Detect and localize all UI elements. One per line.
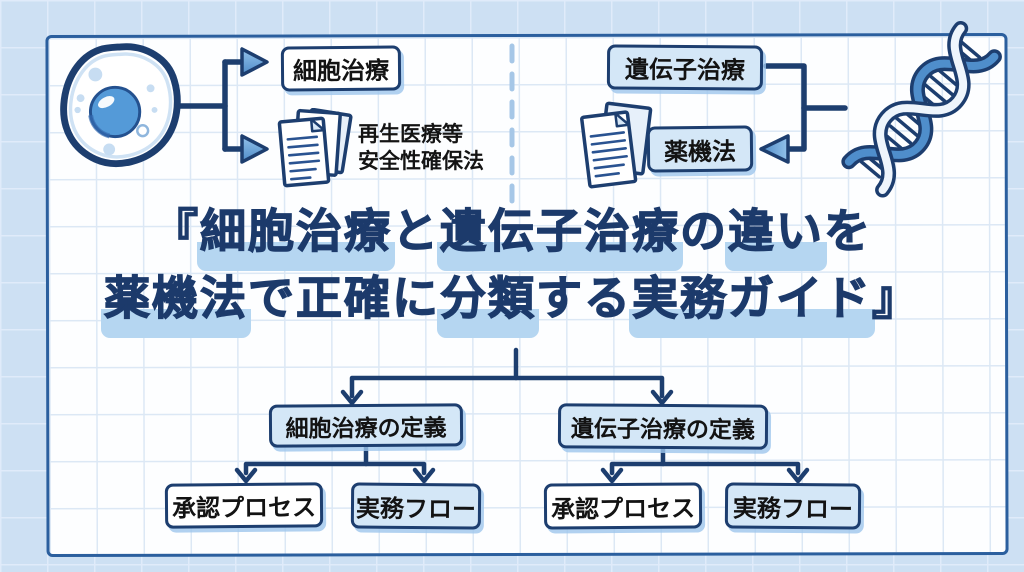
gene-therapy-label-box: 遺伝子治療 — [606, 44, 764, 91]
page-title: 『細胞治療と遺伝子治療の違いを 薬機法で正確に分類する実務ガイド』 — [0, 198, 1024, 338]
caption-line-1: 再生医療等 — [358, 123, 463, 146]
cell-icon — [60, 43, 181, 167]
title-highlighted-segment: 薬機法 — [101, 265, 251, 338]
title-segment: する — [535, 271, 632, 324]
title-highlighted-segment: 違い — [725, 198, 827, 271]
cell-definition-box: 細胞治療の定義 — [268, 403, 464, 448]
pharma-law-label-box: 薬機法 — [646, 125, 754, 173]
cell-therapy-label-box: 細胞治療 — [280, 45, 402, 92]
title-segment: で正確に — [247, 271, 440, 324]
title-segment: と — [391, 204, 440, 257]
documents-icon — [580, 101, 653, 189]
gene-practical-flow-box: 実務フロー — [724, 482, 862, 530]
documents-icon — [277, 108, 353, 188]
dna-icon — [841, 20, 1002, 198]
title-line-2: 薬機法で正確に分類する実務ガイド』 — [0, 265, 1024, 338]
title-highlighted-segment: 遺伝子治療 — [437, 198, 683, 271]
title-segment: を — [823, 204, 872, 257]
cell-practical-flow-box: 実務フロー — [350, 482, 482, 530]
regenerative-law-caption: 再生医療等 安全性確保法 — [358, 121, 484, 175]
gene-definition-box: 遺伝子治療の定義 — [557, 403, 769, 450]
title-highlighted-segment: 実務ガイド — [629, 265, 875, 338]
title-highlighted-segment: 分類 — [437, 265, 539, 338]
title-segment: の — [679, 204, 728, 257]
gene-approval-process-box: 承認プロセス — [543, 482, 703, 530]
title-segment: 『 — [151, 204, 200, 257]
cell-approval-process-box: 承認プロセス — [164, 482, 324, 529]
title-highlighted-segment: 細胞治療 — [197, 198, 395, 271]
title-line-1: 『細胞治療と遺伝子治療の違いを — [0, 198, 1024, 271]
title-segment: 』 — [871, 271, 920, 324]
caption-line-2: 安全性確保法 — [358, 150, 484, 173]
